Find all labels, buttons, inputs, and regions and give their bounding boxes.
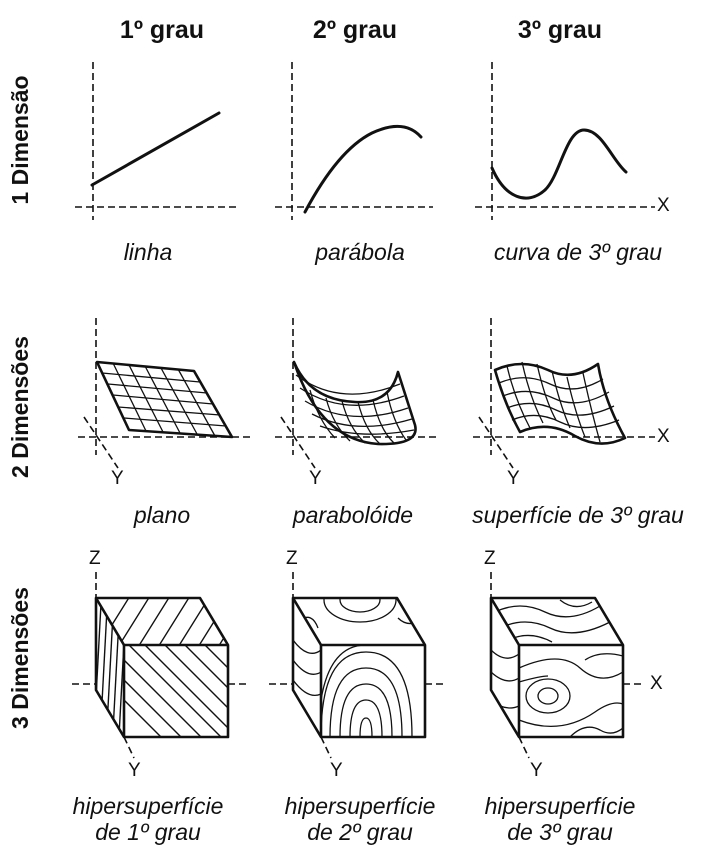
- caption-parabola: parábola: [315, 239, 405, 265]
- caption-cubic-curve: curva de 3º grau: [493, 239, 663, 265]
- y-axis-label-cube2: Y: [330, 760, 343, 781]
- column-header-3rd-degree: 3º grau: [517, 16, 603, 44]
- caption-hypersurface-2nd-line2: de 2º grau: [307, 819, 413, 845]
- z-axis-label-cube1: Z: [89, 548, 101, 569]
- y-axis-label-paraboloid: Y: [309, 468, 322, 489]
- line-plot: [75, 62, 238, 220]
- caption-hypersurface-2nd: hipersuperfície de 2º grau: [240, 793, 480, 845]
- y-axis-label-cube1: Y: [128, 760, 141, 781]
- x-axis-label-row3: X: [650, 673, 663, 694]
- caption-hypersurface-3rd: hipersuperfície de 3º grau: [440, 793, 680, 845]
- cubic-curve-plot: [475, 62, 655, 220]
- caption-hypersurface-1st-line1: hipersuperfície: [72, 793, 224, 819]
- column-header-2nd-degree: 2º grau: [312, 16, 398, 44]
- x-axis-label-row1: X: [657, 195, 670, 216]
- y-axis-label-cubic-surface: Y: [507, 468, 520, 489]
- quadratic-hypersurface-cube: [269, 572, 445, 759]
- caption-hypersurface-2nd-line1: hipersuperfície: [284, 793, 436, 819]
- caption-line: linha: [123, 239, 173, 265]
- paraboloid-plot: [275, 318, 437, 469]
- caption-paraboloid: parabolóide: [292, 502, 414, 528]
- z-axis-label-cube2: Z: [286, 548, 298, 569]
- z-axis-label-cube3: Z: [484, 548, 496, 569]
- cubic-surface-plot: [473, 318, 655, 469]
- parabola-plot: [275, 62, 433, 220]
- caption-hypersurface-3rd-line2: de 3º grau: [507, 819, 613, 845]
- caption-plane: plano: [133, 502, 191, 528]
- caption-hypersurface-1st-line2: de 1º grau: [95, 819, 201, 845]
- cubic-hypersurface-cube: [489, 572, 645, 759]
- column-header-1st-degree: 1º grau: [119, 16, 205, 44]
- caption-hypersurface-1st: hipersuperfície de 1º grau: [28, 793, 268, 845]
- linear-hypersurface-cube: [72, 572, 248, 759]
- plane-plot: [78, 318, 250, 469]
- y-axis-label-plane: Y: [111, 468, 124, 489]
- caption-cubic-surface: superfície de 3º grau: [472, 502, 684, 528]
- y-axis-label-cube3: Y: [530, 760, 543, 781]
- caption-hypersurface-3rd-line1: hipersuperfície: [484, 793, 636, 819]
- x-axis-label-row2: X: [657, 426, 670, 447]
